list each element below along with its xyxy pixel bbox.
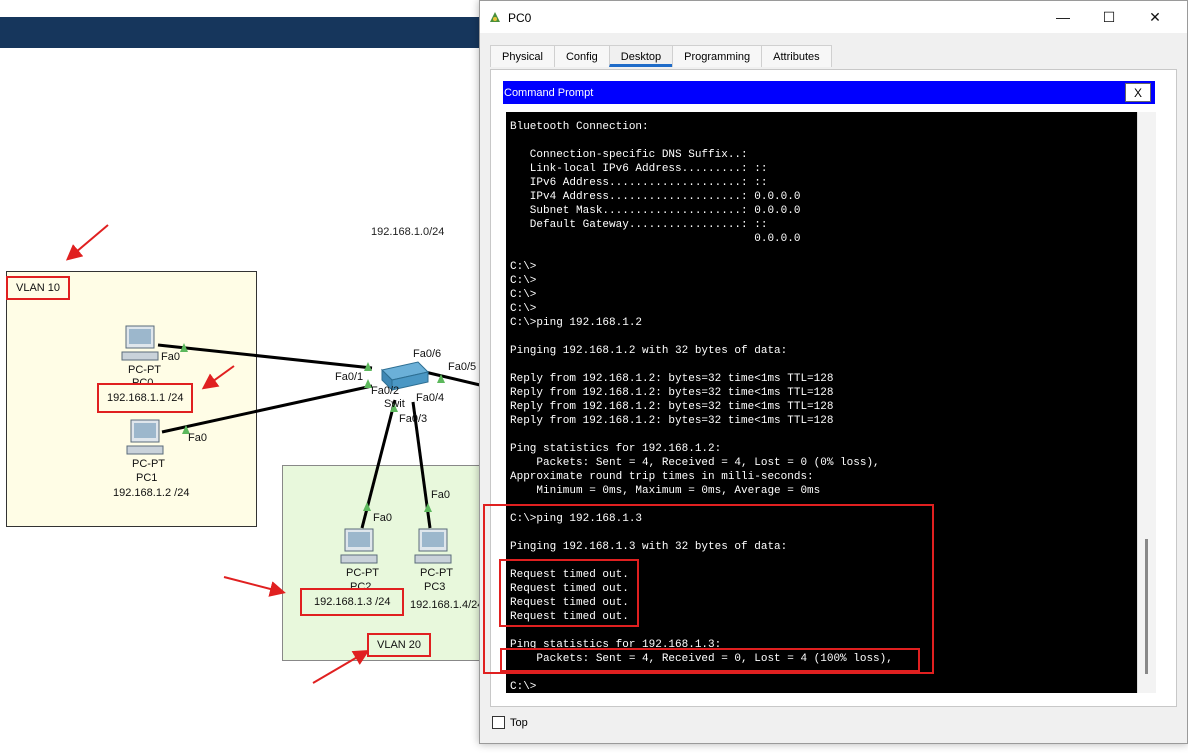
pc2-computer-icon[interactable] [339, 527, 379, 565]
app-icon [490, 12, 500, 22]
command-prompt-title: Command Prompt [504, 87, 594, 99]
pc3-type-label: PC-PT [420, 567, 453, 579]
link-light-icon [390, 403, 398, 412]
tab-programming[interactable]: Programming [672, 45, 763, 67]
link-light-icon [364, 362, 372, 371]
cable-pc1-switch [161, 384, 373, 434]
pc3-port-label: Fa0 [431, 489, 450, 501]
switch-port-label: Fa0/2 [371, 385, 400, 397]
link-light-icon [437, 374, 445, 383]
cable-switch-right [424, 370, 481, 387]
top-checkbox[interactable] [492, 716, 505, 729]
pc0-port-label: Fa0 [161, 351, 180, 363]
pc1-name-label: PC1 [136, 472, 158, 484]
minimize-button[interactable]: — [1056, 9, 1070, 25]
annotation-arrow [312, 649, 370, 684]
console-scrollbar-thumb[interactable] [1145, 539, 1148, 674]
switch-port-label: Fa0/3 [399, 413, 428, 425]
network-label: 192.168.1.0/24 [371, 226, 445, 238]
pc3-computer-icon[interactable] [413, 527, 453, 565]
pc1-computer-icon[interactable] [125, 418, 165, 456]
console-scrollbar[interactable] [1137, 112, 1156, 693]
pc0-type-label: PC-PT [128, 364, 161, 376]
command-console[interactable]: Bluetooth Connection: Connection-specifi… [506, 112, 1137, 693]
pc2-port-label: Fa0 [373, 512, 392, 524]
vlan10-label: VLAN 10 [6, 276, 71, 300]
window-title: PC0 [508, 11, 532, 25]
pc1-type-label: PC-PT [132, 458, 165, 470]
vlan20-label: VLAN 20 [367, 633, 432, 657]
annotation-arrow [223, 576, 286, 597]
command-prompt-close-button[interactable]: X [1125, 83, 1151, 102]
switch-port-label: Fa0/1 [335, 371, 364, 383]
switch-name-label: Swit [384, 398, 405, 410]
link-light-icon [424, 503, 432, 512]
switch-icon [381, 361, 429, 392]
pc2-ip-label: 192.168.1.3 /24 [300, 588, 405, 616]
link-light-icon [182, 425, 190, 434]
title-bar [480, 1, 1187, 33]
pc0-computer-icon[interactable] [120, 324, 160, 362]
close-button[interactable]: ✕ [1149, 8, 1161, 25]
pc0-ip-label: 192.168.1.1 /24 [97, 383, 194, 413]
switch-port-label: Fa0/6 [413, 348, 442, 360]
link-light-icon [363, 502, 371, 511]
maximize-button[interactable]: ☐ [1102, 8, 1116, 25]
pc0-window: PC0 — ☐ ✕ Physical Config Desktop Progra… [479, 0, 1188, 744]
annotation-arrow [201, 365, 235, 390]
annotation-box [500, 648, 920, 672]
switch-port-label: Fa0/5 [448, 361, 477, 373]
tab-bar: Physical Config Desktop Programming Attr… [490, 45, 832, 67]
tab-attributes[interactable]: Attributes [761, 45, 832, 67]
top-checkbox-label: Top [510, 717, 528, 729]
link-light-icon [180, 343, 188, 352]
cable-pc0-switch [157, 343, 373, 370]
annotation-box [483, 504, 934, 674]
tab-config[interactable]: Config [553, 45, 610, 67]
pc3-name-label: PC3 [424, 581, 446, 593]
annotation-box [499, 559, 639, 627]
link-light-icon [364, 379, 372, 388]
pc2-type-label: PC-PT [346, 567, 379, 579]
command-prompt-titlebar [503, 81, 1155, 104]
pc1-ip-label: 192.168.1.2 /24 [113, 487, 190, 499]
annotation-arrow [65, 224, 109, 261]
tab-desktop[interactable]: Desktop [608, 45, 674, 67]
tab-physical[interactable]: Physical [490, 45, 555, 67]
switch-port-label: Fa0/4 [416, 392, 445, 404]
pc1-port-label: Fa0 [188, 432, 207, 444]
pc3-ip-label: 192.168.1.4/24 [410, 599, 479, 611]
